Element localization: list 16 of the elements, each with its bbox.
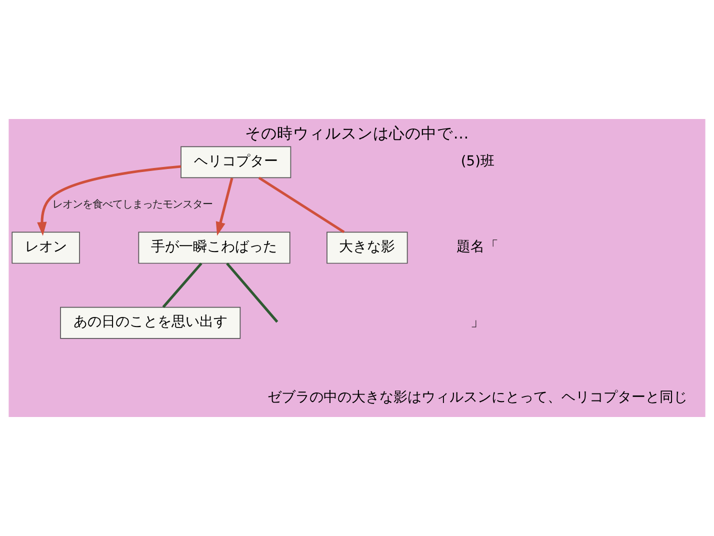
- label: ゼブラの中の大きな影はウィルスンにとって、ヘリコプターと同じ: [268, 389, 688, 406]
- diagram-title: その時ウィルスンは心の中で…: [245, 124, 469, 142]
- arrow: [37, 165, 182, 236]
- label: 」: [470, 314, 485, 330]
- node-box: 大きな影: [326, 232, 408, 264]
- connector: [258, 176, 345, 234]
- connector: [162, 262, 202, 308]
- node-box: レオン: [12, 232, 80, 264]
- node-box: あの日のことを思い出す: [60, 306, 241, 339]
- edge-label: レオンを食べてしまったモンスター: [52, 198, 213, 211]
- connector: [226, 262, 278, 323]
- node-box: 手が一瞬こわばった: [138, 232, 290, 264]
- node-box: ヘリコプター: [180, 146, 292, 178]
- arrow: [216, 178, 234, 236]
- label: 題名「: [456, 238, 499, 255]
- label: (5)班: [460, 153, 494, 170]
